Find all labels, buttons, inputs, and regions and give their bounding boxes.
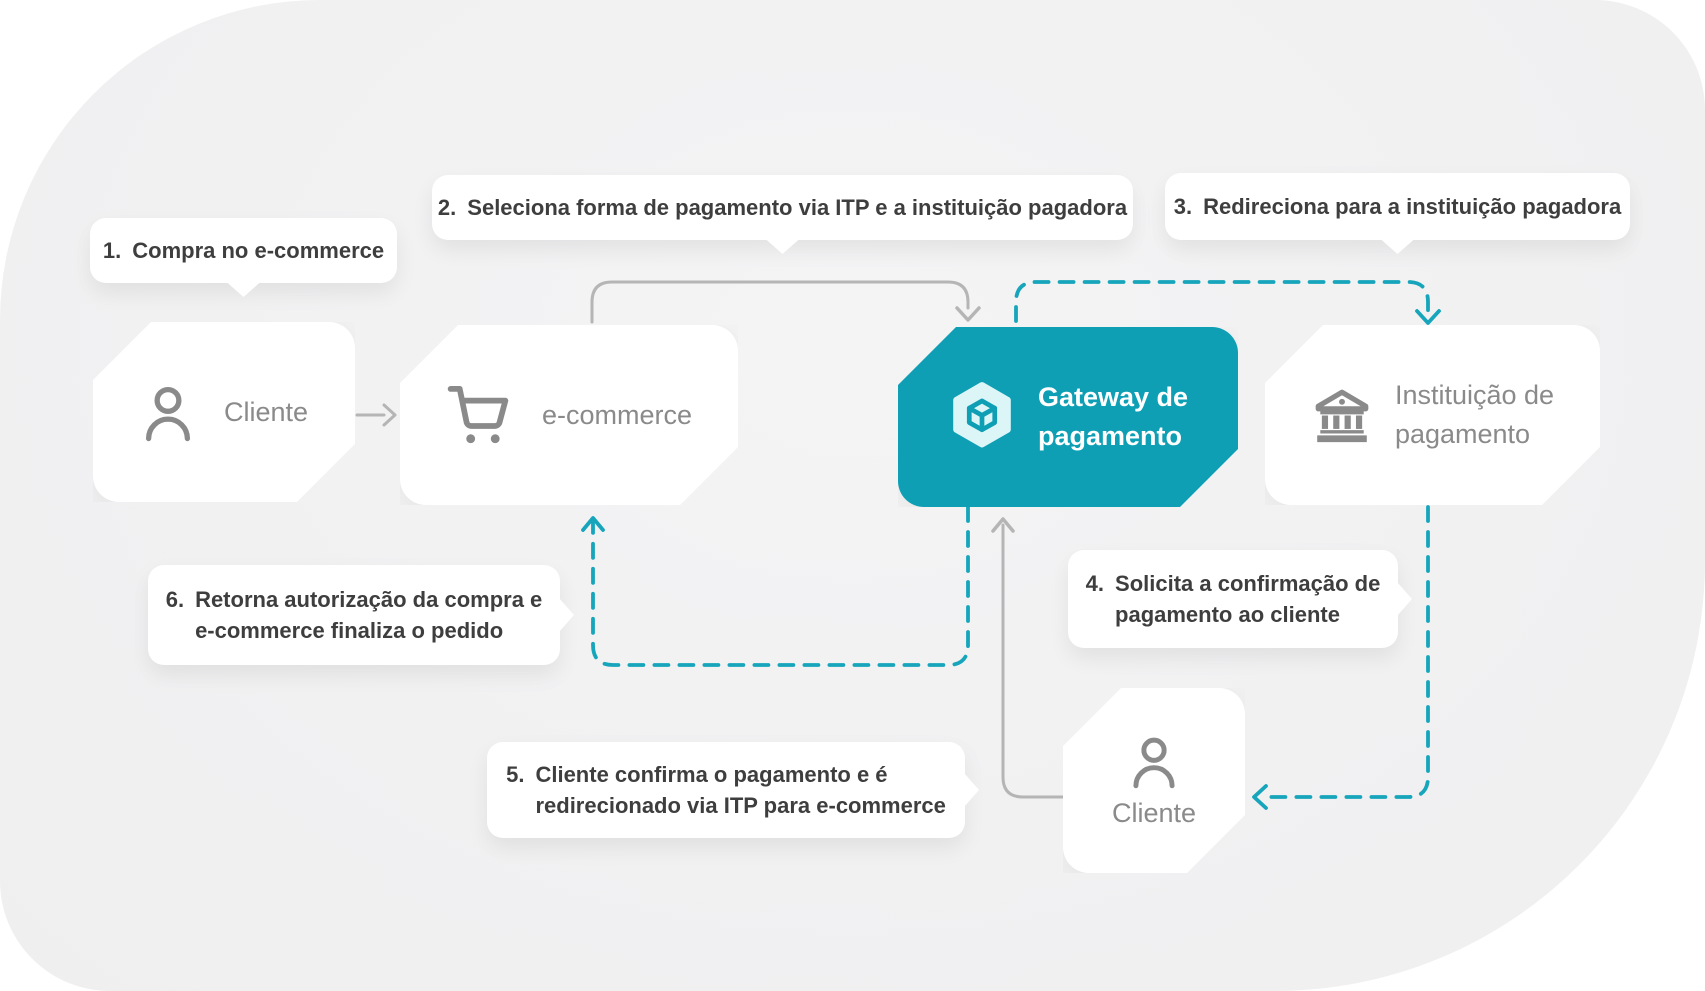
step-4-text-line1: Solicita a confirmação de [1115,570,1381,596]
node-label-line2: pagamento [1394,419,1531,449]
step-3-number: 3. [1173,193,1193,219]
step-2-number: 2. [437,194,457,220]
node-label: e-commerce [541,399,693,430]
callout-step-5: 5. Cliente confirma o pagamento e é redi… [487,742,979,838]
node-label-line1: Gateway de [1037,381,1189,412]
callout-step-1: 1. Compra no e-commerce [90,218,397,297]
step-1-text: Compra no e-commerce [132,237,385,263]
step-3-text: Redireciona para a instituição pagadora [1203,193,1622,219]
step-5-text-line1: Cliente confirma o pagamento e é [535,761,888,787]
node-instituicao-pagamento: Instituição de pagamento [1265,325,1600,505]
node-cliente-top: Cliente [93,322,355,502]
cart-icon [446,385,510,445]
node-label: Cliente [1111,797,1197,828]
person-icon [140,382,196,442]
node-ecommerce: e-commerce [400,325,738,505]
step-6-text-line1: Retorna autorização da compra e [195,586,543,612]
step-6-number: 6. [165,586,185,612]
node-label-line2: pagamento [1037,421,1182,451]
callout-step-4: 4. Solicita a confirmação de pagamento a… [1068,550,1412,648]
step-5-number: 5. [506,761,525,787]
step-4-text-line2: pagamento ao cliente [1115,602,1340,627]
person-icon [1128,733,1180,789]
cube-icon [948,381,1016,453]
step-1-number: 1. [102,237,122,263]
step-2-text: Seleciona forma de pagamento via ITP e a… [467,194,1128,220]
node-label-line1: Instituição de [1394,379,1555,410]
step-4-number: 4. [1085,570,1105,596]
step-6-text-line2: e-commerce finaliza o pedido [195,618,504,643]
callout-step-2: 2. Seleciona forma de pagamento via ITP … [432,175,1133,254]
node-label: Cliente [223,396,309,427]
node-gateway-pagamento: Gateway de pagamento [898,327,1238,507]
node-cliente-bottom: Cliente [1063,688,1245,873]
bank-icon [1311,384,1373,446]
callout-step-3: 3. Redireciona para a instituição pagado… [1165,173,1630,254]
step-5-text-line2: redirecionado via ITP para e-commerce [535,793,946,818]
callout-step-6: 6. Retorna autorização da compra e e-com… [148,565,574,665]
